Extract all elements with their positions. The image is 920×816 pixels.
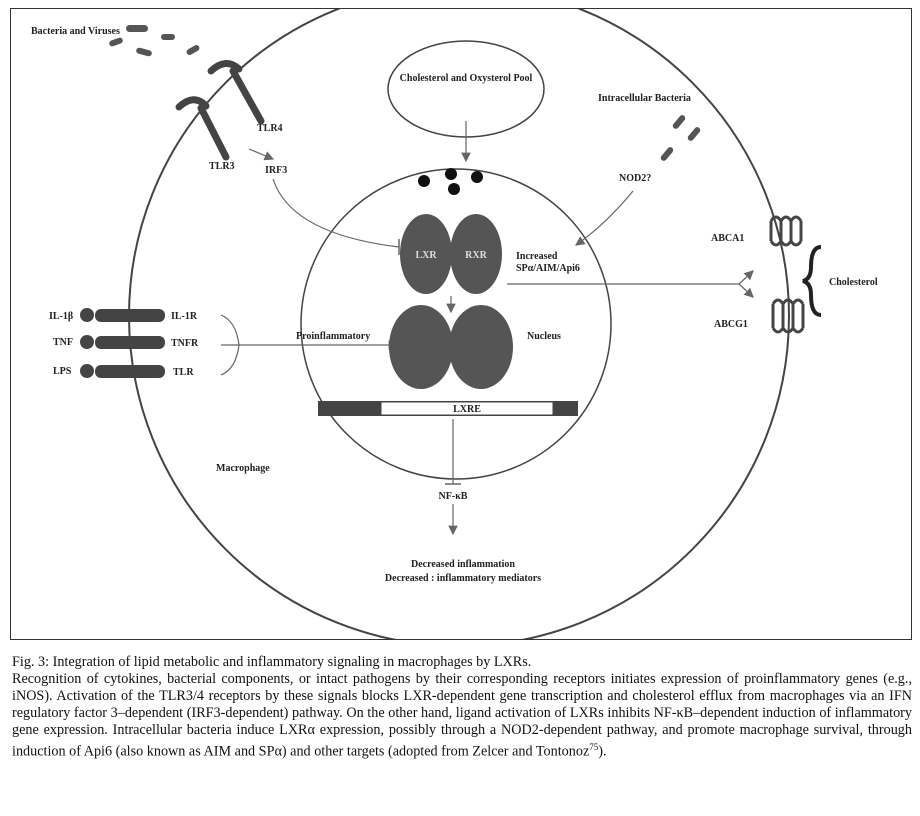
lxre-label: LXRE bbox=[453, 404, 481, 415]
abca1-label: ABCA1 bbox=[711, 233, 744, 244]
receptor-merge-lines bbox=[220, 314, 240, 376]
nuclear-factor-left bbox=[389, 305, 453, 389]
tlr-label: TLR bbox=[173, 367, 194, 378]
tlr4-label: TLR4 bbox=[257, 123, 283, 134]
irf3-label: IRF3 bbox=[265, 165, 287, 176]
increased-label: Increased bbox=[516, 251, 558, 262]
lps-label: LPS bbox=[53, 366, 72, 377]
cholesterol-label: Cholesterol bbox=[829, 277, 878, 288]
abca1-arrow bbox=[738, 270, 754, 285]
tlr3-receptor-icon bbox=[175, 96, 230, 161]
rxr-label: RXR bbox=[465, 250, 487, 261]
figure-caption: Fig. 3: Integration of lipid metabolic a… bbox=[12, 654, 912, 761]
decreased-inflammation-label: Decreased inflammation bbox=[411, 559, 515, 570]
proinflammatory-label: Proinflammatory bbox=[296, 331, 370, 342]
rxr-ellipse bbox=[450, 214, 502, 294]
caption-reference: 75 bbox=[589, 742, 599, 752]
bacteria-viruses-label: Bacteria and Viruses bbox=[31, 26, 120, 37]
nfkb-label: NF-κB bbox=[439, 491, 468, 502]
tnf-label: TNF bbox=[53, 337, 73, 348]
pool-label: Cholesterol and Oxysterol Pool bbox=[400, 73, 533, 84]
nuclear-factor-right bbox=[449, 305, 513, 389]
abcg1-arrow bbox=[738, 283, 754, 298]
tlr-to-irf3-arrow bbox=[248, 148, 275, 161]
lxre-box bbox=[380, 401, 554, 416]
nod2-label: NOD2? bbox=[619, 173, 651, 184]
pathogen-shapes bbox=[109, 25, 200, 57]
tlr4-receptor-icon bbox=[207, 60, 265, 125]
il1r-label: IL-1R bbox=[171, 311, 198, 322]
figure-frame: Cholesterol and Oxysterol Pool Bacteria … bbox=[10, 8, 912, 640]
nod2-arrow bbox=[575, 190, 634, 246]
spa-label: SPα/AIM/Api6 bbox=[516, 263, 580, 274]
abcg1-label: ABCG1 bbox=[714, 319, 748, 330]
tnfr-receptor-icon bbox=[80, 335, 165, 349]
lxr-ellipse bbox=[400, 214, 452, 294]
caption-body-text: Recognition of cytokines, bacterial comp… bbox=[12, 671, 912, 760]
abcg1-transporter-icon bbox=[771, 298, 805, 334]
diagram: Cholesterol and Oxysterol Pool Bacteria … bbox=[31, 9, 878, 639]
intracellular-bacteria-shapes bbox=[660, 115, 701, 161]
intracellular-bacteria-label: Intracellular Bacteria bbox=[598, 93, 691, 104]
abca1-transporter-icon bbox=[769, 215, 803, 247]
tlr3-label: TLR3 bbox=[209, 161, 235, 172]
nucleus-label: Nucleus bbox=[527, 331, 561, 342]
caption-title: Fig. 3: Integration of lipid metabolic a… bbox=[12, 654, 532, 670]
caption-body: Recognition of cytokines, bacterial comp… bbox=[12, 671, 912, 761]
irf3-inhibition-line bbox=[272, 178, 400, 248]
decreased-mediators-label: Decreased : inflammatory mediators bbox=[385, 573, 541, 584]
lxr-label: LXR bbox=[415, 250, 437, 261]
tnfr-label: TNFR bbox=[171, 338, 199, 349]
il1b-label: IL-1β bbox=[49, 311, 73, 322]
ligand-dots bbox=[418, 168, 483, 195]
nucleus-circle bbox=[300, 168, 612, 480]
cholesterol-brace bbox=[802, 245, 822, 317]
il1r-receptor-icon bbox=[80, 308, 165, 322]
caption-end: ). bbox=[598, 743, 607, 760]
macrophage-label: Macrophage bbox=[216, 463, 270, 474]
tlr-receptor-icon bbox=[80, 364, 165, 378]
